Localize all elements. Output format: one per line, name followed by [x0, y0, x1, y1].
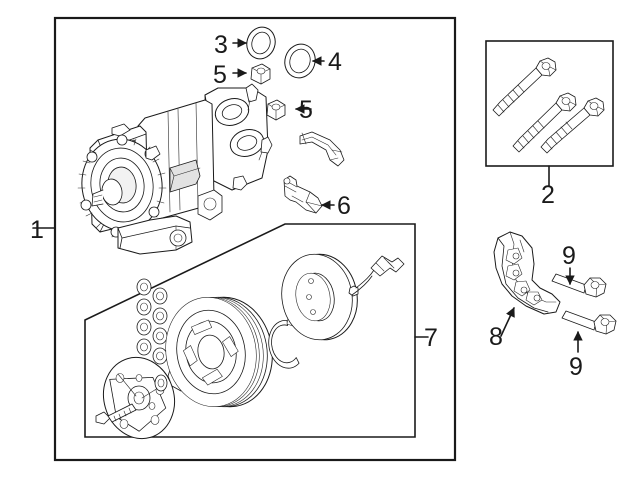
- hub-bolt: [95, 403, 137, 425]
- group-box-2: [485, 40, 614, 187]
- callout-label-8: 8: [489, 323, 503, 351]
- callout-label-5-upper: 5: [213, 61, 227, 89]
- shim-washer-stack: [136, 278, 168, 365]
- o-ring-part-3: [246, 26, 276, 60]
- control-valve-part-6: [283, 175, 323, 214]
- bracket-bolt-lower: [561, 310, 617, 335]
- retainer-nut-lower: [266, 99, 286, 121]
- mount-bracket-part-8: [493, 231, 561, 315]
- retainer-nut-upper: [250, 63, 271, 85]
- compressor-body: [77, 83, 273, 255]
- harness-clip: [299, 131, 345, 167]
- callout-label-9-upper: 9: [562, 242, 576, 270]
- group-box-7: [84, 223, 429, 438]
- callout-label-2: 2: [541, 181, 555, 209]
- callout-label-7: 7: [424, 324, 438, 352]
- callout-label-5-lower: 5: [299, 96, 313, 124]
- group-box-1: [32, 16, 457, 462]
- callout-leader-8: [500, 307, 515, 337]
- mounting-bolt-2: [540, 97, 605, 154]
- coil-wire-connector: [348, 255, 405, 297]
- pulley: [165, 296, 273, 408]
- callout-label-9-lower: 9: [569, 353, 583, 381]
- mounting-bolt-3: [492, 57, 557, 117]
- callout-label-6: 6: [337, 192, 351, 220]
- small-spacer-ring: [154, 374, 168, 392]
- mounting-bolt-1: [512, 92, 577, 153]
- callout-label-3: 3: [214, 31, 228, 59]
- field-coil: [281, 253, 358, 341]
- callout-label-1: 1: [30, 216, 44, 244]
- o-ring-part-4: [284, 43, 316, 79]
- callout-label-4: 4: [328, 48, 342, 76]
